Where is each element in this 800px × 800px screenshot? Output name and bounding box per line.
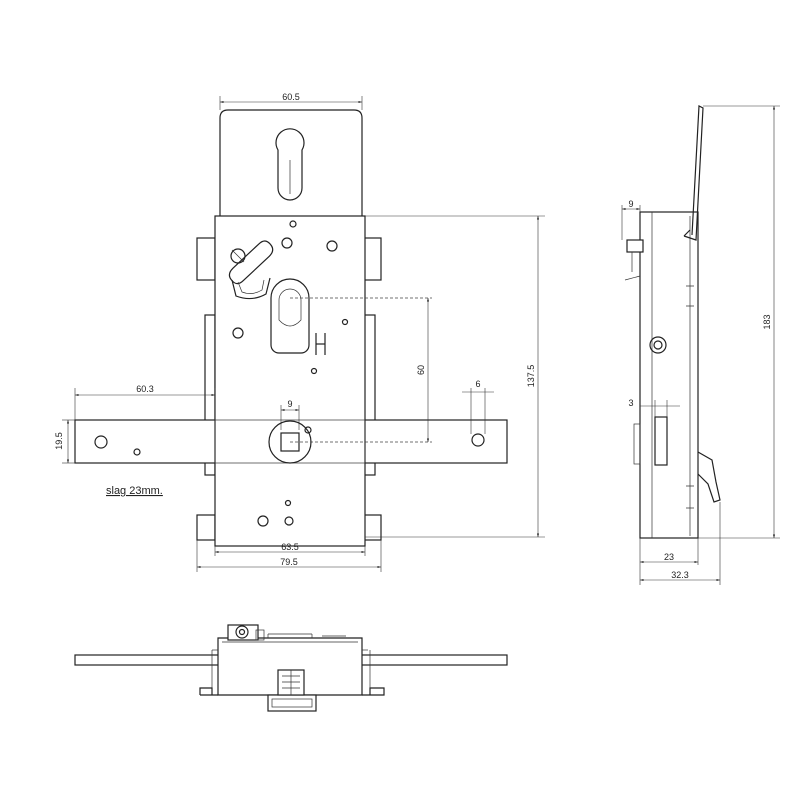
flange-top-right bbox=[362, 237, 382, 281]
dim-case-height: 137.5 bbox=[526, 365, 536, 388]
bottom-cylinder bbox=[227, 624, 265, 641]
flange-bottom-right bbox=[362, 514, 382, 541]
dim-side-offset: 9 bbox=[628, 199, 633, 209]
side-view: 9 183 3 23 32.3 bbox=[621, 105, 780, 585]
dim-spindle-square: 9 bbox=[287, 399, 292, 409]
bottom-view bbox=[74, 624, 508, 712]
bottom-hook bbox=[697, 451, 721, 503]
dim-side-depth: 23 bbox=[664, 552, 674, 562]
dim-side-latch-offset: 3 bbox=[628, 398, 633, 408]
side-case bbox=[639, 211, 699, 539]
dim-top-plate-width: 60.5 bbox=[282, 92, 300, 102]
keyhole-top bbox=[275, 128, 305, 201]
lock-case bbox=[214, 215, 366, 547]
case-holes bbox=[94, 220, 485, 527]
side-bolt bbox=[654, 416, 668, 466]
top-plate bbox=[219, 109, 363, 219]
dim-hole-spacing: 6 bbox=[475, 379, 480, 389]
dim-side-overall-depth: 32.3 bbox=[671, 570, 689, 580]
stroke-note: slag 23mm. bbox=[106, 485, 163, 497]
dim-case-width: 63.5 bbox=[281, 542, 299, 552]
flange-bottom-left bbox=[196, 514, 216, 541]
dim-bolt-length: 60.3 bbox=[136, 384, 154, 394]
h-bracket bbox=[315, 333, 326, 355]
side-latch-top bbox=[626, 239, 644, 253]
cylinder-cutout bbox=[270, 278, 310, 354]
front-view: 60.5 60.3 19.5 9 60 6 137.5 63.5 bbox=[54, 92, 545, 572]
dim-side-total-height: 183 bbox=[762, 314, 772, 329]
top-clip bbox=[683, 105, 704, 241]
latch-lever bbox=[228, 240, 274, 300]
bottom-latch bbox=[267, 669, 317, 712]
dim-bolt-height: 19.5 bbox=[54, 432, 64, 450]
dim-overall-width: 79.5 bbox=[280, 557, 298, 567]
flange-top-left bbox=[196, 237, 216, 281]
dim-cylinder-spindle: 60 bbox=[416, 365, 426, 375]
